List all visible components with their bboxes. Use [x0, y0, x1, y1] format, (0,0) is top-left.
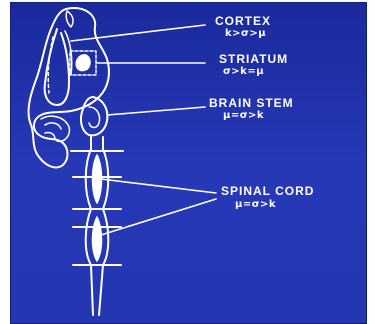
diagram-panel: CORTEX k>σ>μ STRIATUM σ>k=μ BRAIN STEM μ… [10, 2, 367, 324]
spinal-cord-label: SPINAL CORD [221, 185, 314, 197]
striatum-box [70, 51, 96, 75]
striatum-label: STRIATUM [219, 53, 288, 65]
brain-stem-relation: μ=σ>k [223, 111, 264, 121]
cortex-relation: k>σ>μ [225, 29, 266, 39]
striatum-relation: σ>k=μ [223, 67, 264, 77]
brain-outline [29, 8, 109, 167]
cortex-label: CORTEX [215, 15, 271, 27]
spinal-cord-relation: μ=σ>k [235, 200, 276, 210]
spinal-cord [71, 137, 123, 315]
leader-lines [71, 25, 216, 235]
brain-stem-label: BRAIN STEM [209, 97, 294, 109]
neuraxis-illustration [11, 3, 366, 323]
